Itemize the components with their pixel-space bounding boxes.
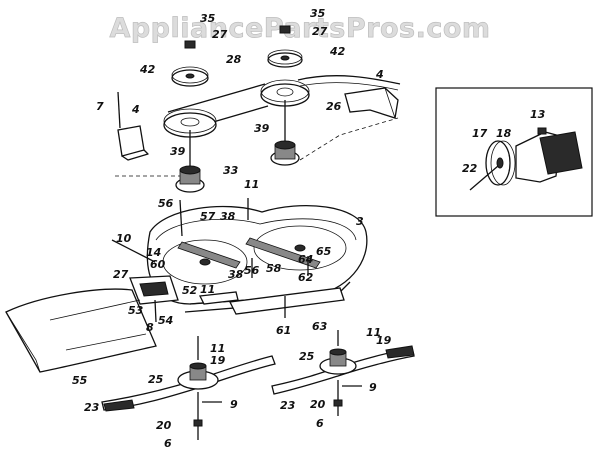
callout-26: 26 [326,100,342,113]
callout-63: 63 [312,320,328,333]
callout-38: 38 [228,268,244,281]
callout-39: 39 [170,145,186,158]
bolts-group [111,198,309,278]
bolt-7 [117,91,121,129]
callout-53: 53 [128,304,144,317]
spindle-39-right [270,100,300,166]
pulley-28 [171,66,209,87]
inset-detail-box [435,87,593,217]
callout-20: 20 [156,419,172,432]
brace-57 [177,241,241,269]
callout-61: 61 [276,324,291,337]
callout-38: 38 [220,210,236,223]
callout-57: 57 [200,210,216,223]
callout-10: 10 [116,232,132,245]
callout-39: 39 [254,122,270,135]
callout-27: 27 [212,28,228,41]
spindle-39-left [175,130,205,193]
callout-25: 25 [299,350,315,363]
callout-18: 18 [496,127,512,140]
bracket-4-left [117,125,149,161]
callout-23: 23 [84,401,100,414]
discharge-chute-55 [5,288,157,373]
callout-27: 27 [312,25,328,38]
callout-6: 6 [316,417,324,430]
bracket-4-right [344,87,399,119]
callout-64: 64 [298,253,313,266]
callout-28: 28 [226,53,242,66]
callout-11: 11 [200,283,215,296]
blade-hardware [193,330,362,440]
callout-3: 3 [356,215,364,228]
callout-6: 6 [164,437,172,450]
callout-56: 56 [158,197,174,210]
callout-7: 7 [96,100,104,113]
brace-56 [245,237,321,269]
callout-4: 4 [131,103,140,116]
pulley-upper-right [267,49,303,68]
callout-35: 35 [310,7,326,20]
callout-11: 11 [244,178,259,191]
callout-56: 56 [244,264,260,277]
mower-deck-3 [146,204,368,313]
bolt-8 [154,299,157,323]
callout-4: 4 [375,68,384,81]
callout-58: 58 [266,262,282,275]
callout-11: 11 [366,326,381,339]
callout-labels: 35 27 28 42 35 27 42 4 7 4 26 39 33 39 1… [72,7,546,450]
callout-42: 42 [139,63,156,76]
baffle-63 [199,287,345,315]
callout-27: 27 [113,268,129,281]
watermark-text: AppliancePartsPros.com [109,13,490,44]
nut-35-left [184,40,196,49]
chute-bracket-53 [129,275,179,305]
callout-55: 55 [72,374,88,387]
callout-8: 8 [146,321,154,334]
callout-20: 20 [310,398,326,411]
callout-9: 9 [230,398,238,411]
callout-54: 54 [158,314,173,327]
callout-13: 13 [530,108,546,121]
callout-14: 14 [146,246,161,259]
callout-60: 60 [150,258,166,271]
callout-25: 25 [148,373,164,386]
callout-17: 17 [472,127,488,140]
adapter-25-right [319,348,357,375]
callout-19: 19 [376,334,392,347]
callout-9: 9 [369,381,377,394]
callout-65: 65 [316,245,332,258]
callout-62: 62 [298,271,314,284]
adapter-25-left [177,362,219,390]
callout-19: 19 [210,354,226,367]
callout-11: 11 [210,342,225,355]
callout-23: 23 [280,399,296,412]
callout-22: 22 [462,162,478,175]
callout-33: 33 [223,164,239,177]
callout-35: 35 [200,12,216,25]
callout-42: 42 [329,45,346,58]
nut-35-right [279,25,291,34]
callout-52: 52 [182,284,198,297]
